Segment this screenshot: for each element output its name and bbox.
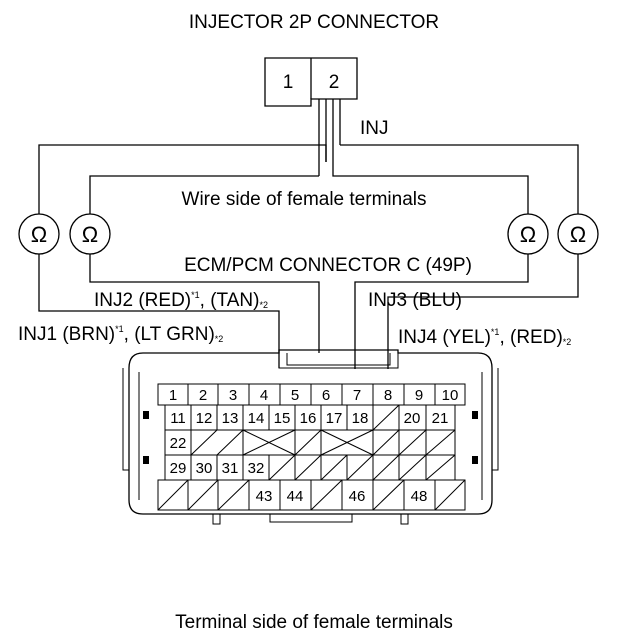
pin-label: 44 bbox=[287, 488, 304, 505]
ohmmeter-inj2: Ω bbox=[69, 213, 111, 255]
terminal-side-label: Terminal side of female terminals bbox=[175, 612, 453, 633]
pin-label: 7 bbox=[353, 387, 361, 404]
inj4-label: INJ4 (YEL)*1, (RED)*2 bbox=[398, 327, 571, 348]
pin-label: 48 bbox=[411, 488, 428, 505]
injector-wires bbox=[38, 99, 579, 214]
pin-label: 32 bbox=[248, 460, 265, 477]
pin-label: 43 bbox=[256, 488, 273, 505]
pin-label: 30 bbox=[196, 460, 213, 477]
ohmmeter-inj1: Ω bbox=[18, 213, 60, 255]
ecm-pin-grid: 1 2 3 4 5 6 7 8 9 10 11 12 13 14 15 16 1… bbox=[157, 383, 466, 511]
ohm-icon: Ω bbox=[520, 222, 536, 247]
ohmmeter-inj4: Ω bbox=[557, 213, 599, 255]
ecm-connector bbox=[122, 349, 499, 525]
ohm-icon: Ω bbox=[570, 222, 586, 247]
pin-label: 14 bbox=[248, 410, 265, 427]
pin-label: 21 bbox=[432, 410, 449, 427]
pin-label: 22 bbox=[170, 435, 187, 452]
pin-label: 4 bbox=[260, 387, 268, 404]
pin-label: 9 bbox=[415, 387, 423, 404]
injector-connector: 1 2 bbox=[264, 57, 358, 107]
ohmmeter-inj3: Ω bbox=[507, 213, 549, 255]
ohm-icon: Ω bbox=[31, 222, 47, 247]
pin-label: 16 bbox=[300, 410, 317, 427]
pin-label: 13 bbox=[222, 410, 239, 427]
pin-label: 20 bbox=[404, 410, 421, 427]
pin-label: 8 bbox=[384, 387, 392, 404]
pin-label: 5 bbox=[291, 387, 299, 404]
inj-label: INJ bbox=[360, 118, 389, 139]
pin-label: 2 bbox=[199, 387, 207, 404]
pin-label: 46 bbox=[349, 488, 366, 505]
pin-label: 3 bbox=[229, 387, 237, 404]
injector-terminal-1: 1 bbox=[283, 72, 294, 93]
pin-label: 15 bbox=[274, 410, 291, 427]
pin-label: 29 bbox=[170, 460, 187, 477]
inj1-label: INJ1 (BRN)*1, (LT GRN)*2 bbox=[18, 324, 223, 345]
ohm-icon: Ω bbox=[82, 222, 98, 247]
pin-label: 17 bbox=[326, 410, 343, 427]
inj2-label: INJ2 (RED)*1, (TAN)*2 bbox=[94, 290, 268, 311]
pin-label: 1 bbox=[169, 387, 177, 404]
inj3-label: INJ3 (BLU) bbox=[368, 290, 462, 311]
pin-label: 10 bbox=[442, 387, 459, 404]
ecm-connector-label: ECM/PCM CONNECTOR C (49P) bbox=[184, 255, 472, 276]
probe-wires bbox=[38, 254, 579, 369]
pin-label: 11 bbox=[170, 410, 186, 427]
pin-label: 31 bbox=[222, 460, 239, 477]
injector-terminal-2: 2 bbox=[329, 72, 340, 93]
diagram-title: INJECTOR 2P CONNECTOR bbox=[189, 12, 439, 33]
pin-label: 18 bbox=[352, 410, 369, 427]
wire-side-label: Wire side of female terminals bbox=[182, 189, 427, 210]
pin-label: 12 bbox=[196, 410, 213, 427]
pin-label: 6 bbox=[322, 387, 330, 404]
